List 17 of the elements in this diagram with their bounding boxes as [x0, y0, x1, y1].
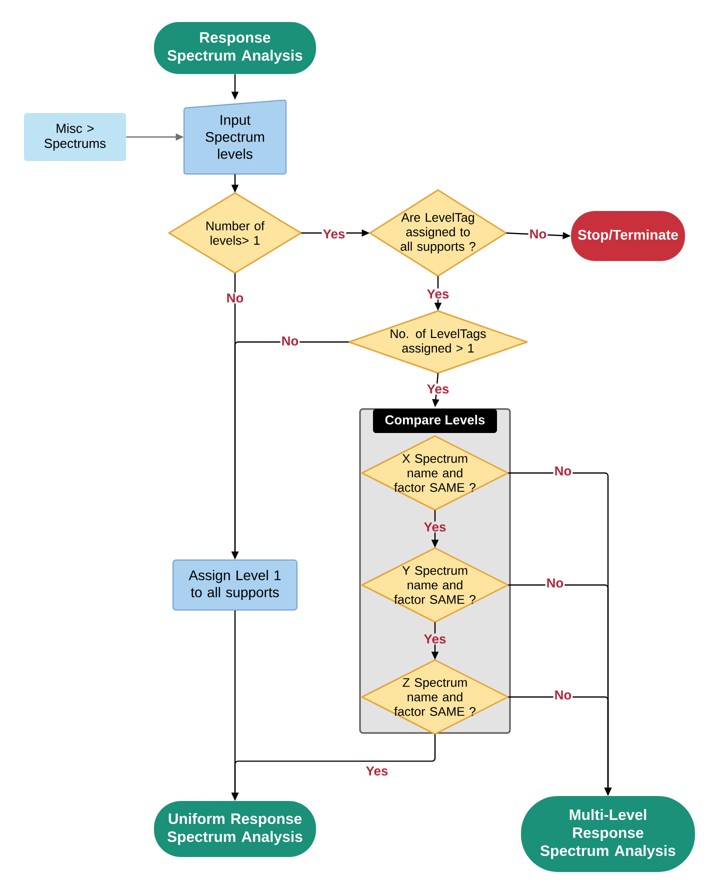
- edge-label: No: [528, 228, 548, 240]
- terminal-pill: Multi-Level Response Spectrum Analysis: [521, 796, 695, 872]
- terminal-pill: Response Spectrum Analysis: [154, 22, 316, 74]
- process-box: Assign Level 1 to all supports: [172, 560, 298, 610]
- edge-label: No: [553, 689, 573, 701]
- edge-label: Yes: [426, 288, 450, 300]
- edge-label: No: [545, 577, 565, 589]
- terminal-pill: Uniform Response Spectrum Analysis: [154, 801, 316, 857]
- edge-label: Yes: [364, 765, 390, 777]
- edge-label: No: [225, 292, 245, 304]
- source-box: Misc > Spectrums: [24, 113, 126, 161]
- terminal-pill: Stop/Terminate: [571, 211, 685, 261]
- edge-label: No: [280, 335, 300, 347]
- edge-label: Yes: [322, 228, 346, 240]
- input-box: Input Spectrum levels: [184, 100, 286, 174]
- edge-label: No: [553, 465, 573, 477]
- edge-label: Yes: [426, 383, 450, 395]
